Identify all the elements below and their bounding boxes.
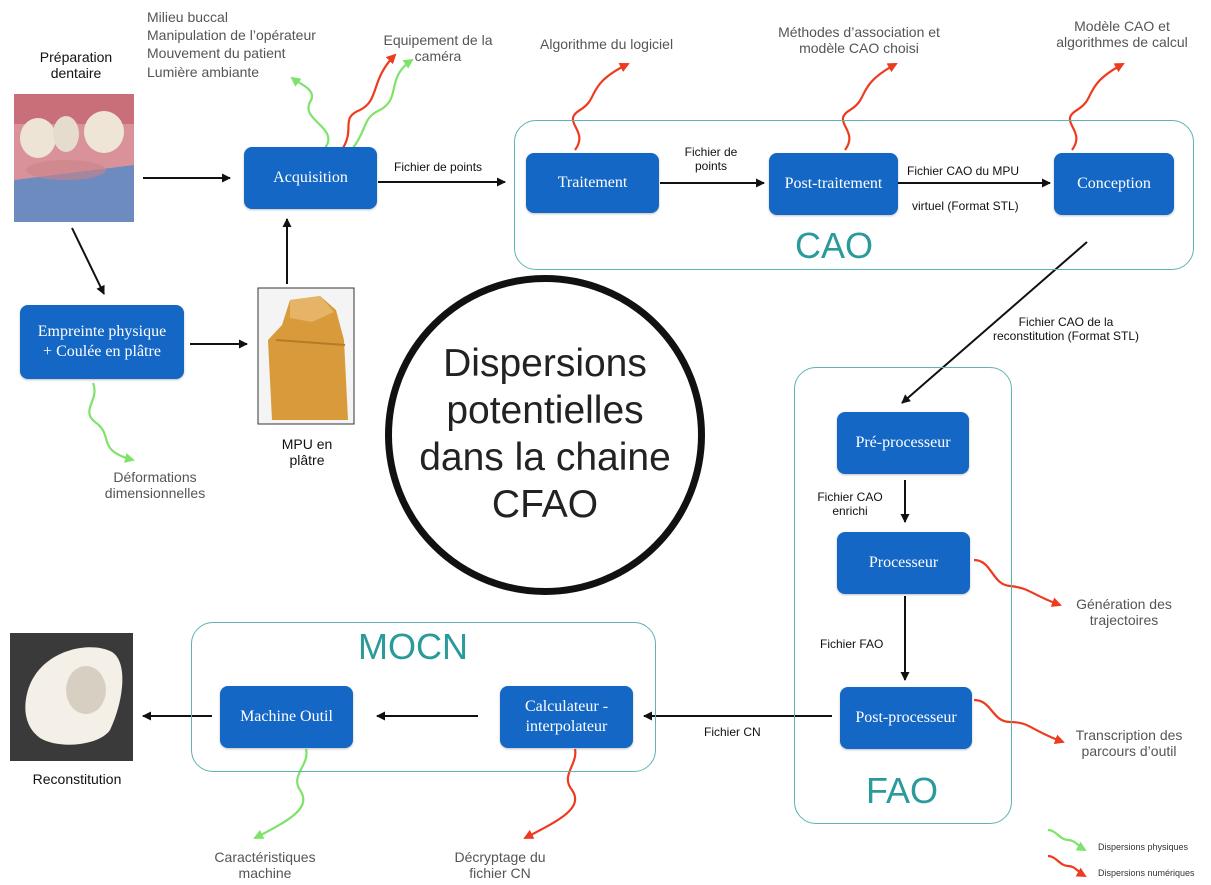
box-conception[interactable]: Conception (1054, 153, 1174, 215)
mpu-photo (257, 287, 355, 425)
label-fichier-cao-mpu-1: Fichier CAO du MPU (907, 164, 1020, 178)
dispersion-transcription: Transcription des parcours d’outil (1075, 727, 1183, 759)
region-cao (514, 120, 1194, 270)
dispersion-arrows (88, 53, 1125, 877)
numerical-arrow-generation (973, 558, 1062, 607)
preparation-label: Préparation dentaire (39, 49, 113, 81)
legend-numerical-arrow (1047, 854, 1087, 877)
box-post-processeur[interactable]: Post-processeur (840, 687, 972, 749)
dispersion-algorithme: Algorithme du logiciel (540, 36, 674, 52)
reconstitution-photo (10, 633, 133, 761)
label-fichier-fao: Fichier FAO (820, 637, 884, 651)
label-fichier-points-2: Fichier de points (684, 145, 738, 173)
box-processeur[interactable]: Processeur (837, 532, 970, 594)
label-fichier-cao-mpu-2: virtuel (Format STL) (912, 199, 1019, 213)
box-pre-processeur[interactable]: Pré-processeur (837, 412, 969, 474)
numerical-arrow-algorithme (571, 63, 630, 151)
region-fao (794, 367, 1012, 824)
label-fichier-cao-reconst: Fichier CAO de la reconstitution (Format… (992, 315, 1140, 343)
dispersion-decryptage: Décryptage du fichier CN (454, 849, 546, 881)
box-traitement[interactable]: Traitement (526, 153, 659, 213)
region-mocn (191, 622, 656, 772)
box-empreinte[interactable]: Empreinte physique + Coulée en plâtre (20, 305, 184, 379)
physical-arrow-caracteristiques (253, 748, 308, 839)
numerical-arrow-methodes (841, 63, 898, 151)
legend-physiques: Dispersions physiques (1098, 842, 1189, 852)
dispersion-caracteristiques: Caractéristiques machine (214, 849, 316, 881)
dispersion-modele: Modèle CAO et algorithmes de calcul (1056, 18, 1188, 50)
legend-numeriques: Dispersions numériques (1098, 868, 1195, 878)
dispersion-deformations: Déformations dimensionnelles (104, 469, 206, 501)
box-calculateur[interactable]: Calculateur - interpolateur (500, 686, 633, 748)
dispersion-equipement: Equipement de la caméra (383, 32, 493, 64)
physical-arrow-deformations (88, 382, 135, 463)
legend-physical-arrow (1047, 828, 1087, 851)
numerical-arrow-transcription (973, 698, 1065, 744)
preparation-photo (14, 94, 134, 222)
box-machine-outil[interactable]: Machine Outil (220, 686, 353, 748)
numerical-arrow-decryptage (523, 748, 577, 839)
region-mocn-title: MOCN (358, 626, 468, 667)
label-fichier-cn: Fichier CN (704, 725, 761, 739)
physical-arrow-camera-2 (352, 58, 414, 149)
label-fichier-cao-enrichi: Fichier CAO enrichi (817, 490, 883, 518)
reconstitution-label: Reconstitution (32, 771, 122, 787)
arrow-conception-to-pre-processeur (901, 241, 1088, 404)
label-fichier-points-1: Fichier de points (394, 160, 483, 174)
flow-arrows (71, 173, 1088, 721)
numerical-arrow-camera-1 (342, 53, 397, 149)
dispersion-methodes: Méthodes d’association et modèle CAO cho… (778, 24, 940, 56)
center-circle: Dispersions potentielles dans la chaine … (385, 275, 705, 595)
mpu-label: MPU en plâtre (281, 436, 333, 468)
dispersion-generation: Génération des trajectoires (1076, 596, 1172, 628)
dispersion-milieu: Milieu buccal Manipulation de l’opérateu… (147, 9, 316, 80)
region-fao-title: FAO (866, 770, 939, 811)
box-acquisition[interactable]: Acquisition (244, 147, 377, 209)
arrow-photo-to-empreinte (71, 227, 105, 295)
region-cao-title: CAO (795, 225, 874, 266)
box-post-traitement[interactable]: Post-traitement (769, 153, 898, 215)
physical-arrow-milieu (290, 76, 330, 149)
numerical-arrow-modele (1068, 63, 1125, 151)
center-title: Dispersions potentielles dans la chaine … (419, 342, 671, 526)
